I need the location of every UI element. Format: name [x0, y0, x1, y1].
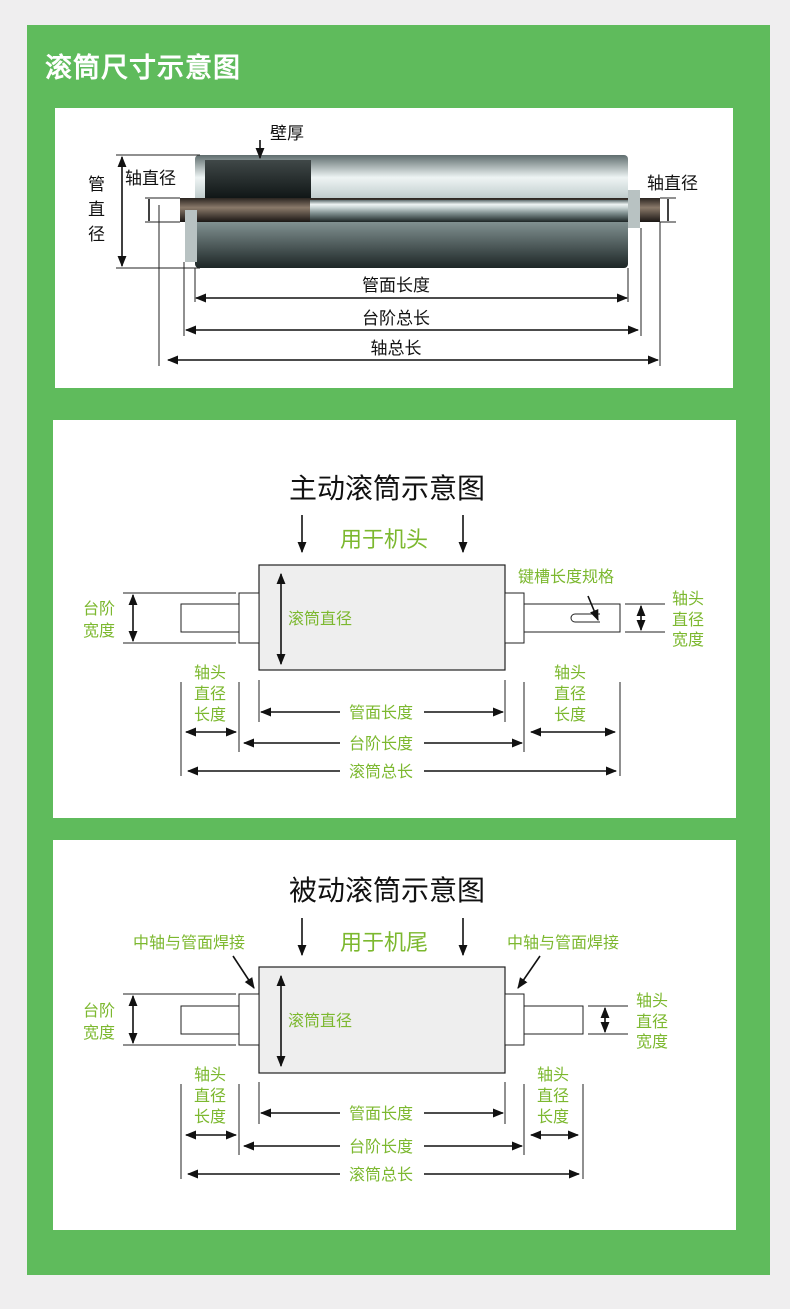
tube-diameter-label-2: 直 — [88, 200, 105, 220]
shaft-head-length-left-2: 直径 — [194, 684, 226, 703]
step-width-label-2: 宽度 — [83, 621, 115, 640]
tube-diameter-label-3: 径 — [88, 225, 105, 245]
shaft-head-width-label-1: 轴头 — [636, 991, 668, 1010]
shaft-head-length-left-1: 轴头 — [194, 1065, 226, 1084]
left-collar — [238, 993, 260, 1046]
drive-roller-title: 主动滚筒示意图 — [289, 472, 485, 505]
step-length-label: 台阶长度 — [349, 734, 413, 753]
shaft-head-width-label-3: 宽度 — [672, 630, 704, 649]
page-title: 滚筒尺寸示意图 — [45, 53, 241, 84]
drive-roller-subtitle: 用于机头 — [340, 528, 428, 553]
cutaway-section — [205, 160, 311, 200]
left-collar — [238, 592, 260, 644]
step-length-label: 台阶长度 — [349, 1137, 413, 1156]
keyway-arrow — [587, 595, 599, 622]
weld-right-arrow — [517, 955, 541, 989]
tube-face-length-label: 管面长度 — [362, 276, 430, 296]
idler-roller-title: 被动滚筒示意图 — [289, 874, 485, 907]
shaft-head-width-label-2: 直径 — [672, 610, 704, 629]
left-shaft — [180, 603, 240, 633]
roller-body — [258, 966, 506, 1074]
right-shaft — [523, 603, 621, 633]
tube-diameter-label-1: 管 — [88, 175, 105, 195]
shaft-head-length-right-1: 轴头 — [537, 1065, 569, 1084]
shaft-head-length-left-3: 长度 — [194, 705, 226, 724]
right-collar — [504, 592, 525, 644]
idler-roller-subtitle: 用于机尾 — [340, 931, 428, 956]
step-width-label-1: 台阶 — [83, 1001, 115, 1020]
shaft-head-length-right-2: 直径 — [537, 1086, 569, 1105]
keyway-label: 键槽长度规格 — [518, 567, 614, 586]
roller-diameter-label: 滚筒直径 — [288, 1011, 352, 1030]
roller-illustration — [180, 155, 660, 268]
wall-thickness-label: 壁厚 — [270, 124, 304, 144]
weld-left-arrow — [232, 955, 255, 989]
right-shaft — [523, 1005, 584, 1035]
keyway — [570, 613, 600, 623]
tube-face-length-label: 管面长度 — [349, 1104, 413, 1123]
shaft-head-length-left-1: 轴头 — [194, 663, 226, 682]
shaft-head-length-right-2: 直径 — [554, 684, 586, 703]
weld-right-label: 中轴与管面焊接 — [507, 933, 619, 952]
roller-total-length-label: 滚筒总长 — [349, 1165, 413, 1184]
shaft-head-length-left-3: 长度 — [194, 1107, 226, 1126]
roller-diameter-label: 滚筒直径 — [288, 609, 352, 628]
left-step-collar — [185, 210, 197, 262]
left-shaft — [180, 1005, 240, 1035]
roller-body — [258, 564, 506, 671]
shaft-total-length-label: 轴总长 — [371, 339, 422, 359]
right-collar — [504, 993, 525, 1046]
roller-total-length-label: 滚筒总长 — [349, 762, 413, 781]
step-width-label-1: 台阶 — [83, 599, 115, 618]
step-width-label-2: 宽度 — [83, 1023, 115, 1042]
shaft-head-length-right-3: 长度 — [537, 1107, 569, 1126]
right-step-collar — [628, 190, 640, 228]
weld-left-label: 中轴与管面焊接 — [133, 933, 245, 952]
shaft-head-length-right-3: 长度 — [554, 705, 586, 724]
step-total-length-label: 台阶总长 — [362, 309, 430, 329]
shaft-head-width-label-2: 直径 — [636, 1012, 668, 1031]
shaft-head-length-left-2: 直径 — [194, 1086, 226, 1105]
shaft-head-width-label-1: 轴头 — [672, 589, 704, 608]
tube-face-length-label: 管面长度 — [349, 703, 413, 722]
shaft-diameter-left-label: 轴直径 — [125, 169, 176, 189]
shaft-head-width-label-3: 宽度 — [636, 1032, 668, 1051]
shaft-head-length-right-1: 轴头 — [554, 663, 586, 682]
shaft-diameter-right-label: 轴直径 — [647, 174, 698, 194]
tube-front — [310, 200, 628, 222]
